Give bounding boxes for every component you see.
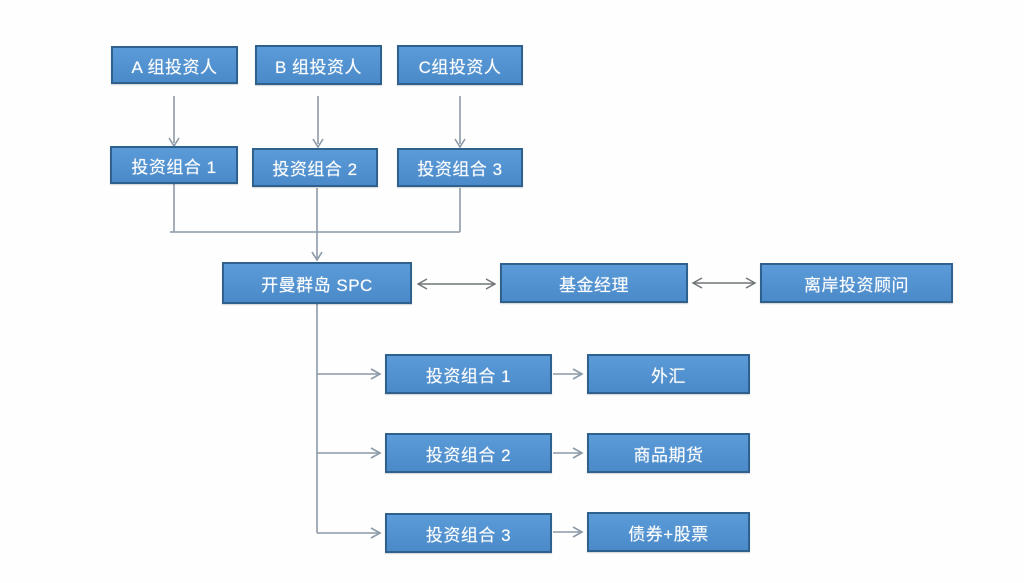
edge-portfolio-2-to-commodity-futures (553, 447, 584, 459)
edge-group-a-to-portfolio-1 (168, 96, 180, 148)
node-cayman-islands-spc: 开曼群岛 SPC (222, 262, 412, 304)
node-offshore-investment-advisor: 离岸投资顾问 (760, 263, 953, 303)
node-portfolio-3-top: 投资组合 3 (397, 148, 523, 187)
edge-spc-to-bottom-portfolios (316, 304, 382, 539)
node-portfolio-1-top: 投资组合 1 (110, 146, 238, 184)
node-fund-manager: 基金经理 (500, 263, 688, 303)
edge-fund-manager-to-offshore-advisor (691, 277, 757, 289)
node-bonds-stocks: 债券+股票 (587, 512, 750, 552)
node-commodity-futures: 商品期货 (587, 433, 750, 473)
node-portfolio-2-top: 投资组合 2 (252, 148, 378, 187)
edge-portfolios-to-spc (170, 184, 461, 262)
node-portfolio-1-bottom: 投资组合 1 (385, 354, 552, 394)
node-group-b-investors: B 组投资人 (255, 45, 382, 85)
node-portfolio-2-bottom: 投资组合 2 (385, 433, 552, 473)
edge-portfolio-1-to-forex (553, 368, 584, 380)
edge-portfolio-3-to-bonds-stocks (553, 526, 584, 538)
node-forex: 外汇 (587, 354, 750, 394)
node-group-c-investors: C组投资人 (397, 45, 523, 85)
edge-group-b-to-portfolio-2 (312, 96, 324, 149)
node-portfolio-3-bottom: 投资组合 3 (385, 513, 552, 553)
node-group-a-investors: A 组投资人 (111, 46, 238, 84)
edge-group-c-to-portfolio-3 (454, 96, 466, 149)
edge-spc-to-fund-manager (416, 278, 497, 290)
